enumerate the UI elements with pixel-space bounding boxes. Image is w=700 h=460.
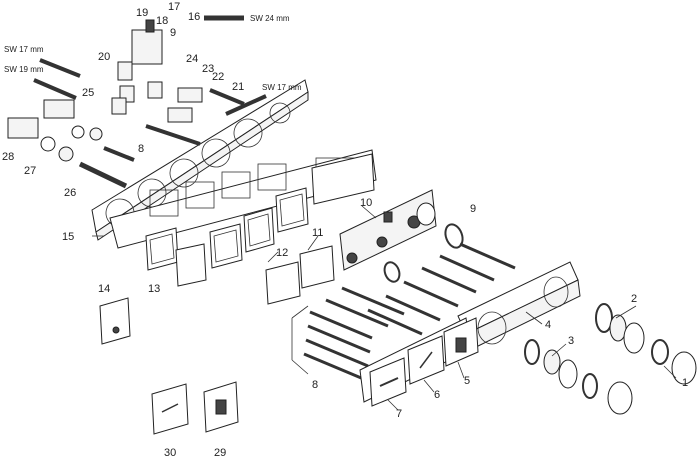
wrench-label-17mm-right: SW 17 mm xyxy=(262,83,302,92)
label-11: 11 xyxy=(312,227,323,239)
wrench-label-19mm: SW 19 mm xyxy=(4,65,44,74)
label-10: 10 xyxy=(360,197,372,209)
upper-bolts xyxy=(367,242,516,336)
handles-and-rings xyxy=(524,303,697,415)
label-22: 22 xyxy=(212,71,224,83)
label-30: 30 xyxy=(164,447,176,459)
wrench-label-17mm-left: SW 17 mm xyxy=(4,45,44,54)
label-29: 29 xyxy=(214,447,226,459)
wrench-label-24mm: SW 24 mm xyxy=(250,14,290,23)
cover-plates xyxy=(99,297,239,435)
leader-lines xyxy=(92,205,677,411)
label-13: 13 xyxy=(148,283,160,295)
label-21: 21 xyxy=(232,81,244,93)
label-18: 18 xyxy=(156,15,168,27)
cartridge-parts xyxy=(7,19,245,189)
label-6: 6 xyxy=(434,389,440,401)
label-4: 4 xyxy=(545,319,551,331)
label-19: 19 xyxy=(136,7,148,19)
label-12: 12 xyxy=(276,247,288,259)
label-25: 25 xyxy=(82,87,94,99)
label-5: 5 xyxy=(464,375,470,387)
label-20: 20 xyxy=(98,51,110,63)
part-number-labels: 1 2 3 4 5 6 7 8 8 9 9 10 11 12 13 14 15 … xyxy=(2,1,688,459)
label-7: 7 xyxy=(396,408,402,420)
wrench-size-labels: SW 24 mm SW 17 mm SW 19 mm SW 17 mm xyxy=(4,14,302,92)
gaskets xyxy=(145,153,375,305)
label-8: 8 xyxy=(312,379,318,391)
label-16: 16 xyxy=(188,11,200,23)
label-9: 9 xyxy=(470,203,476,215)
valve-body-block xyxy=(339,189,437,271)
label-15: 15 xyxy=(62,231,74,243)
label-2: 2 xyxy=(631,293,637,305)
lower-bolts xyxy=(291,286,405,382)
label-3: 3 xyxy=(568,335,574,347)
label-14: 14 xyxy=(98,283,110,295)
push-buttons xyxy=(369,317,479,407)
label-17: 17 xyxy=(168,1,180,13)
label-8-upper: 8 xyxy=(138,143,144,155)
label-24: 24 xyxy=(186,53,198,65)
label-23: 23 xyxy=(202,63,214,75)
label-26: 26 xyxy=(64,187,76,199)
back-plate xyxy=(109,149,377,249)
label-1: 1 xyxy=(682,377,688,389)
label-27: 27 xyxy=(24,165,36,177)
label-9-upper: 9 xyxy=(170,27,176,39)
o-rings xyxy=(383,223,464,283)
label-28: 28 xyxy=(2,151,14,163)
wrenches xyxy=(33,15,267,116)
